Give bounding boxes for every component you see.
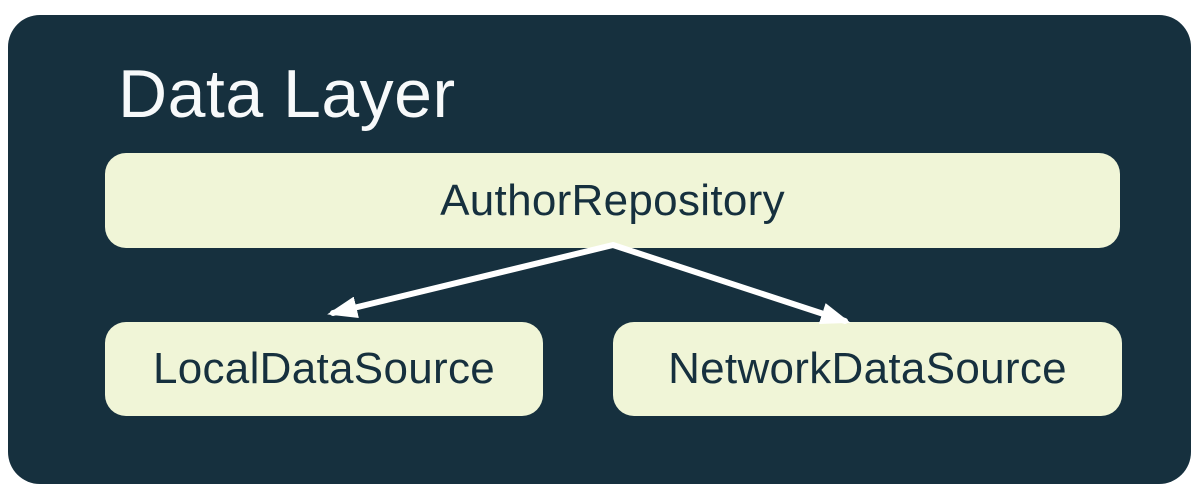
node-network-data-source: NetworkDataSource — [613, 322, 1122, 416]
node-author-repository-label: AuthorRepository — [440, 175, 785, 225]
node-author-repository: AuthorRepository — [105, 153, 1120, 248]
diagram-title: Data Layer — [118, 56, 456, 132]
node-local-data-source-label: LocalDataSource — [152, 344, 496, 393]
node-local-data-source: LocalDataSource — [105, 322, 543, 416]
node-network-data-source-label: NetworkDataSource — [668, 344, 1067, 393]
